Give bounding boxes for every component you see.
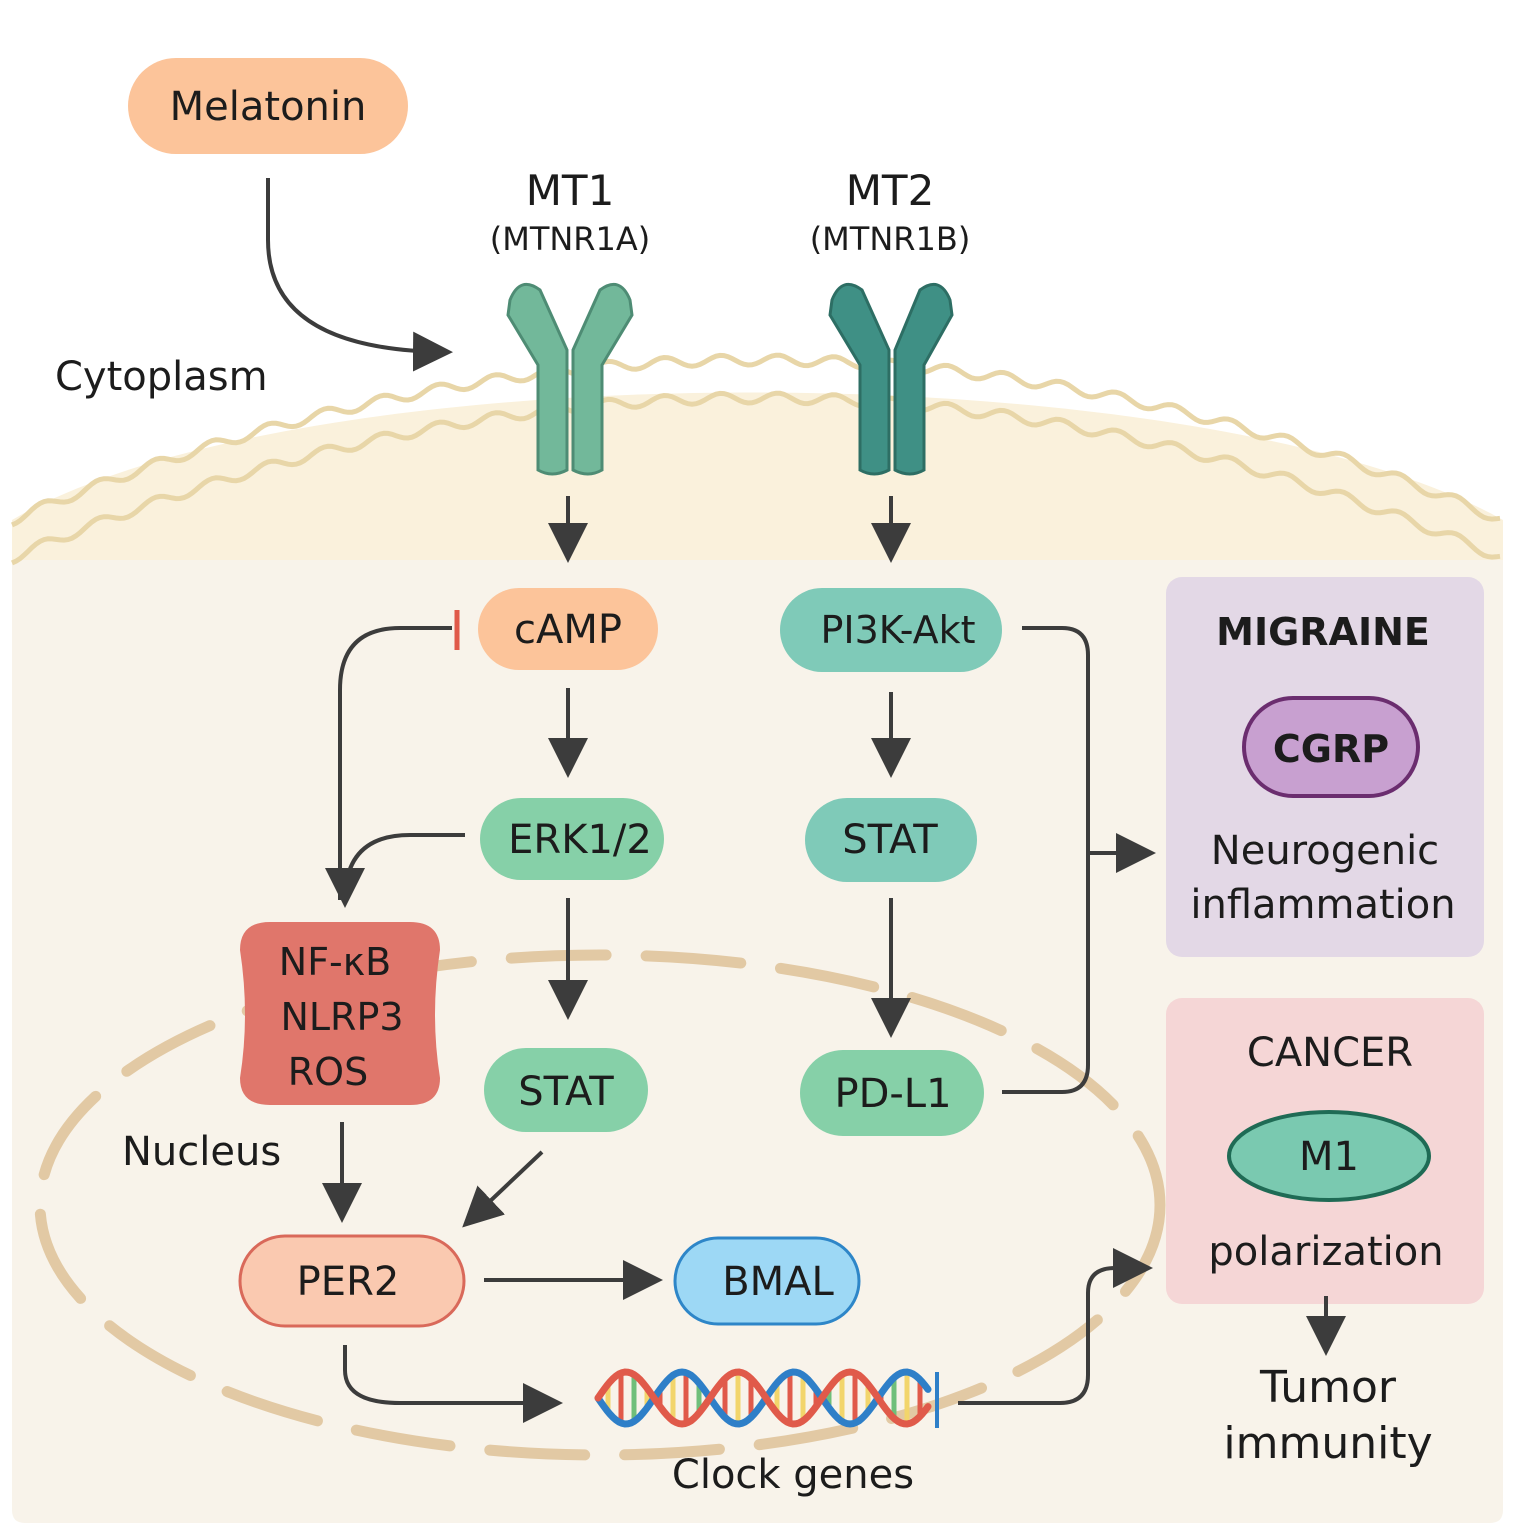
pi3k-label: PI3K-Akt	[820, 608, 975, 652]
inhibit-nfkb-to-camp	[338, 626, 452, 900]
nfkb-line2: NLRP3	[280, 995, 403, 1039]
nucleus-envelope	[34, 949, 1166, 1461]
stat-left-node	[484, 1048, 648, 1132]
erk-label: ERK1/2	[508, 817, 652, 863]
per2-label: PER2	[297, 1259, 400, 1305]
mt1-receptor-icon	[506, 282, 634, 476]
mt1-name: MT1	[526, 166, 615, 215]
arrow-stat-to-per2	[462, 1150, 544, 1228]
cancer-caption: polarization	[1208, 1229, 1443, 1275]
arrow-melatonin-to-mt1	[266, 178, 453, 372]
bmal-node	[673, 1236, 861, 1326]
arrow-erk-to-nfkb	[325, 833, 465, 908]
stat-right-label: STAT	[842, 817, 938, 863]
cgrp-label: CGRP	[1273, 727, 1389, 771]
mt2-name: MT2	[846, 166, 935, 215]
arrow-clock-genes-to-cancer	[958, 1248, 1153, 1405]
bracket-pi3k-pdl1	[1002, 626, 1090, 1094]
stat-left-label: STAT	[518, 1069, 614, 1115]
m1-badge	[1227, 1110, 1431, 1202]
melatonin-label: Melatonin	[170, 84, 367, 130]
cytoplasm-label: Cytoplasm	[55, 354, 268, 400]
cgrp-badge	[1242, 696, 1420, 798]
bmal-label: BMAL	[722, 1259, 834, 1305]
cancer-title: CANCER	[1247, 1030, 1413, 1076]
camp-label: cAMP	[514, 607, 622, 653]
migraine-title: MIGRAINE	[1216, 610, 1430, 654]
dna-helix-icon	[594, 1368, 939, 1428]
mt2-gene: (MTNR1B)	[810, 220, 971, 258]
per2-node	[238, 1234, 466, 1328]
nfkb-line3: ROS	[288, 1050, 368, 1094]
outcome-line2: immunity	[1223, 1418, 1432, 1469]
arrow-per2-to-clock-genes	[343, 1345, 563, 1423]
migraine-line1: Neurogenic	[1211, 828, 1439, 874]
outcome-line1: Tumor	[1259, 1362, 1397, 1413]
pdl1-node	[800, 1050, 984, 1136]
melatonin-pill	[128, 58, 408, 154]
mt2-receptor-icon	[828, 282, 954, 476]
nfkb-line1: NF-κB	[279, 940, 391, 984]
cell-membrane-band	[12, 392, 1503, 560]
pi3k-node	[780, 588, 1002, 672]
stat-right-node	[805, 798, 977, 882]
m1-label: M1	[1299, 1134, 1359, 1180]
nucleus-label: Nucleus	[122, 1129, 281, 1175]
pdl1-label: PD-L1	[834, 1071, 951, 1117]
cell-membrane-inner	[11, 390, 1501, 566]
camp-node	[478, 588, 658, 670]
cell-membrane-outer	[11, 352, 1501, 528]
clock-genes-label: Clock genes	[672, 1452, 914, 1498]
nfkb-node	[240, 922, 440, 1105]
erk-node	[480, 798, 664, 880]
mt1-gene: (MTNR1A)	[490, 220, 651, 258]
migraine-line2: inflammation	[1190, 882, 1455, 928]
